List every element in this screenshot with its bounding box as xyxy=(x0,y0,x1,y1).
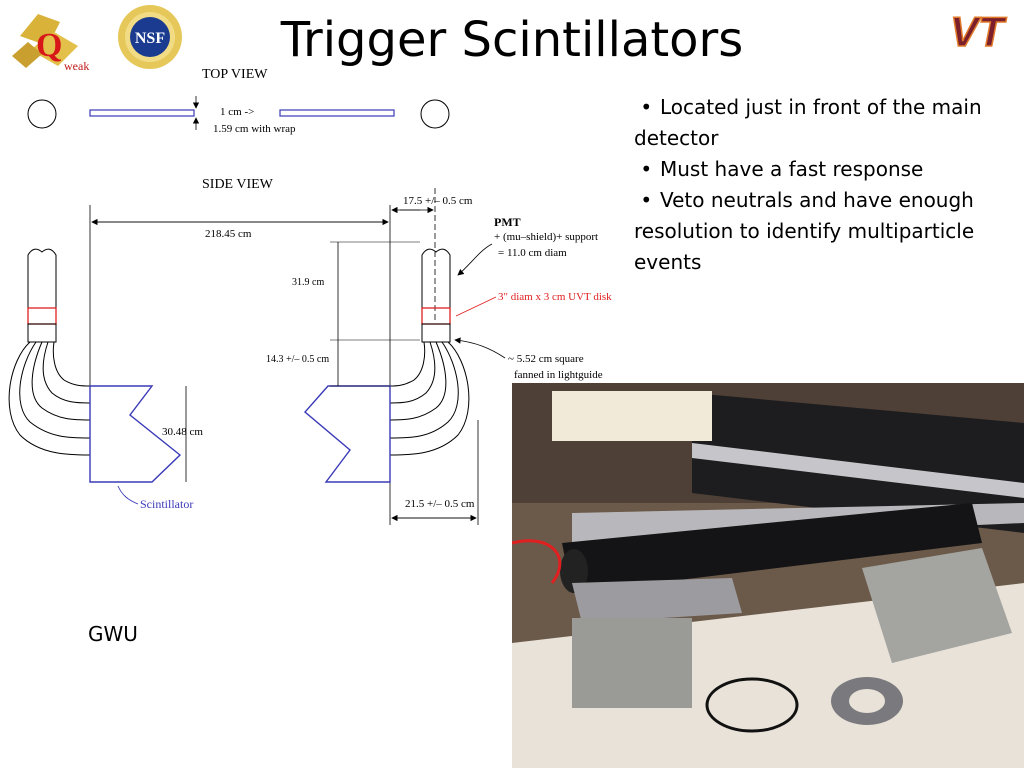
nsf-logo: NSF xyxy=(118,5,182,69)
dim-total-width: 218.45 cm xyxy=(205,228,252,240)
dim-scint-height: 30.48 cm xyxy=(162,426,203,438)
vt-text: VT xyxy=(950,8,1007,52)
top-view-pmt-left xyxy=(27,99,57,129)
scintillator-left xyxy=(89,385,182,483)
bullet-item: • Must have a fast response xyxy=(634,154,1014,185)
nsf-text: NSF xyxy=(135,30,165,47)
photo-red-cable xyxy=(512,539,562,584)
bullet-list: •Located just in front of the main detec… xyxy=(634,92,1014,278)
pmt-left-tube xyxy=(27,248,57,308)
scintillator-label: Scintillator xyxy=(140,497,193,511)
dim-lightguide: 14.3 +/– 0.5 cm xyxy=(266,354,329,365)
uvt-disk-leader xyxy=(455,296,497,317)
qweak-text: weak xyxy=(64,59,89,73)
scintillator-leader xyxy=(117,485,139,505)
footer-label: GWU xyxy=(88,622,138,646)
pmt-line-1: + (mu–shield)+ support xyxy=(494,231,598,243)
slide-title: Trigger Scintillators xyxy=(280,12,744,68)
photo-rail-top xyxy=(692,443,1024,498)
photo-foam-block xyxy=(552,391,712,441)
qweak-letter: Q xyxy=(36,27,62,64)
dim-bottom-offset: 21.5 +/– 0.5 cm xyxy=(405,498,475,510)
photo-mount-plate xyxy=(572,578,742,623)
lightguide-neck-right xyxy=(421,323,451,343)
uvt-disk-label: 3" diam x 3 cm UVT disk xyxy=(498,291,612,303)
pmt-leader xyxy=(457,243,493,276)
qweak-gold-shape-3 xyxy=(12,42,42,68)
scintillator-right xyxy=(304,385,391,483)
bullet-text: Veto neutrals and have enough resolution… xyxy=(634,188,975,274)
bullet-dot-icon: • xyxy=(634,188,653,212)
top-view-pmt-right xyxy=(420,99,450,129)
top-view-bar-left xyxy=(89,109,195,117)
uvt-disk-left xyxy=(27,307,57,325)
dim-top-offset: 17.5 +/– 0.5 cm xyxy=(403,195,473,207)
qweak-logo: Q weak xyxy=(12,14,89,73)
lightguide-leader xyxy=(454,337,506,359)
lightguide-fan-right xyxy=(389,341,470,456)
side-view-label: SIDE VIEW xyxy=(202,177,274,192)
photo-tape-roll-hole xyxy=(849,689,885,713)
scintillator-diagram: TOP VIEW 1 cm -> 1.59 cm with wrap SIDE … xyxy=(8,67,612,525)
bullet-dot-icon: • xyxy=(634,95,653,119)
top-view-dim-1: 1 cm -> xyxy=(220,106,254,118)
pmt-label: PMT xyxy=(494,215,521,229)
photo-pmt-end xyxy=(560,549,588,593)
bullet-text: Must have a fast response xyxy=(660,157,924,181)
photo-cinder-block-left xyxy=(572,618,692,708)
top-view-label: TOP VIEW xyxy=(202,67,268,82)
vt-logo: VT xyxy=(949,8,1008,52)
pmt-right-tube xyxy=(421,248,451,308)
uvt-disk-right xyxy=(421,307,451,325)
lightguide-line-1: ~ 5.52 cm square xyxy=(508,353,584,365)
top-view-dim-2: 1.59 cm with wrap xyxy=(213,123,296,135)
nsf-globe xyxy=(130,17,170,57)
bullet-item: •Located just in front of the main detec… xyxy=(634,92,1014,154)
photo-cable-coil xyxy=(705,677,799,733)
bullet-item: •Veto neutrals and have enough resolutio… xyxy=(634,185,1014,278)
photo-pmt-housing xyxy=(562,503,982,593)
scintillator-photo xyxy=(512,383,1024,768)
photo-cinder-block-right xyxy=(862,548,1012,663)
lightguide-fan-left xyxy=(8,341,91,456)
qweak-gold-shape-2 xyxy=(30,32,78,66)
top-view-bar-right xyxy=(279,109,395,117)
bullet-text: Located just in front of the main detect… xyxy=(634,95,982,150)
dim-pmt-height: 31.9 cm xyxy=(292,277,324,288)
bullet-dot-icon: • xyxy=(634,157,653,181)
lightguide-neck-left xyxy=(27,323,57,343)
pmt-line-2: = 11.0 cm diam xyxy=(498,247,567,259)
lightguide-line-2: fanned in lightguide xyxy=(514,369,603,381)
